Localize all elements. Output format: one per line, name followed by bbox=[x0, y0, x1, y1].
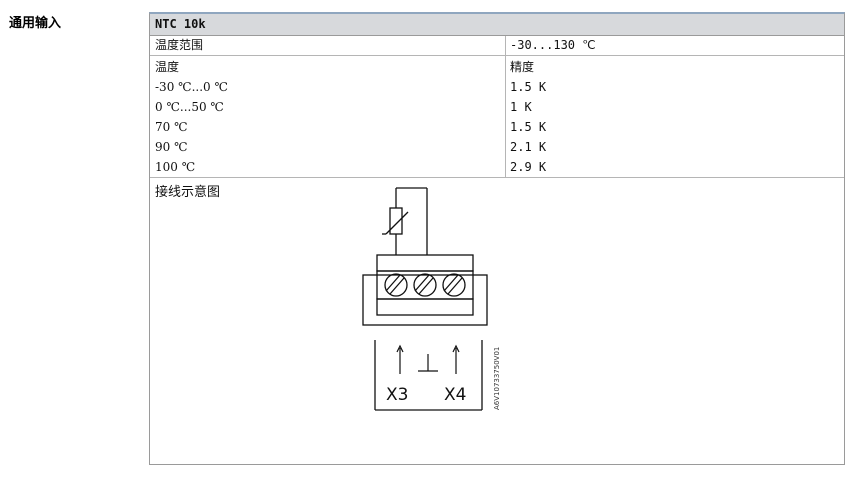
ground-symbol-icon bbox=[418, 354, 438, 372]
terminal-x3-label: X3 bbox=[386, 385, 408, 405]
wiring-label: 接线示意图 bbox=[155, 185, 221, 200]
range-row: 温度范围 -30...130 ℃ bbox=[150, 36, 844, 56]
wiring-diagram: X3 X4 A6V10733750V01 bbox=[362, 187, 501, 411]
temperature-cell: -30 ℃...0 ℃ bbox=[155, 80, 228, 94]
temperature-column: 温度 -30 ℃...0 ℃ 0 ℃...50 ℃ 70 ℃ 90 ℃ 100 … bbox=[150, 56, 506, 177]
connector-bracket bbox=[374, 340, 483, 411]
temperature-cell: 0 ℃...50 ℃ bbox=[155, 100, 224, 114]
drawing-code: A6V10733750V01 bbox=[493, 347, 501, 410]
temperature-cell: 100 ℃ bbox=[155, 160, 196, 174]
wiring-section: 接线示意图 bbox=[150, 178, 844, 458]
accuracy-header: 精度 bbox=[510, 60, 535, 74]
temperature-header: 温度 bbox=[155, 60, 180, 74]
thermistor-icon bbox=[382, 187, 428, 255]
accuracy-cell: 1.5 K bbox=[510, 80, 547, 94]
range-value: -30...130 ℃ bbox=[510, 38, 596, 52]
arrow-icon bbox=[396, 344, 460, 374]
accuracy-cell: 1.5 K bbox=[510, 120, 547, 134]
section-title: 通用输入 bbox=[9, 16, 62, 31]
table-header: NTC 10k bbox=[150, 14, 844, 36]
spec-table: NTC 10k 温度范围 -30...130 ℃ 温度 -30 ℃...0 ℃ … bbox=[149, 12, 845, 465]
terminal-x4-label: X4 bbox=[444, 385, 466, 405]
accuracy-cell: 2.9 K bbox=[510, 160, 547, 174]
screw-terminal-icon bbox=[362, 254, 488, 326]
accuracy-cell: 1 K bbox=[510, 100, 532, 114]
accuracy-block: 温度 -30 ℃...0 ℃ 0 ℃...50 ℃ 70 ℃ 90 ℃ 100 … bbox=[150, 56, 844, 178]
range-label: 温度范围 bbox=[150, 36, 506, 55]
accuracy-cell: 2.1 K bbox=[510, 140, 547, 154]
temperature-cell: 90 ℃ bbox=[155, 140, 188, 154]
temperature-cell: 70 ℃ bbox=[155, 120, 188, 134]
accuracy-column: 精度 1.5 K 1 K 1.5 K 2.1 K 2.9 K bbox=[506, 56, 844, 177]
